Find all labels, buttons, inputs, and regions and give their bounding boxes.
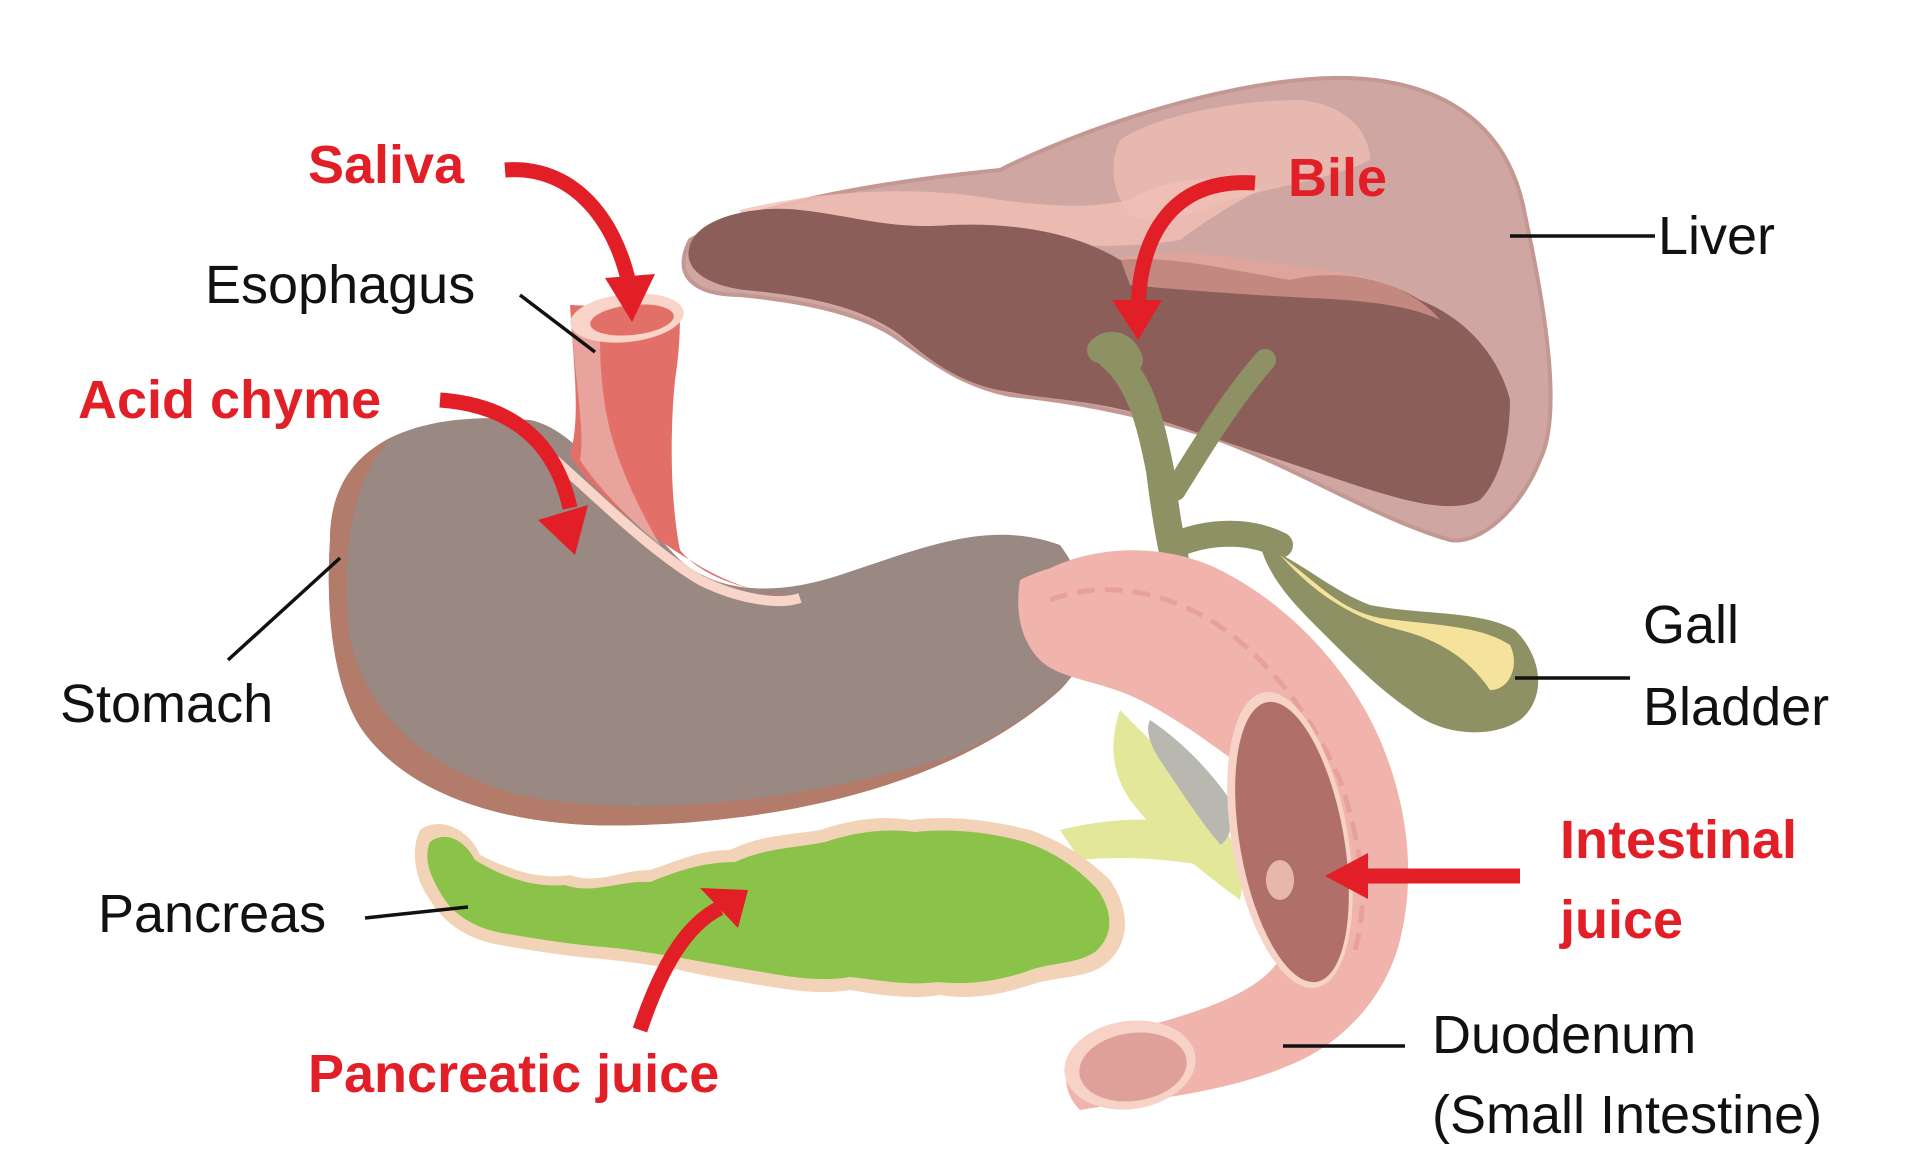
pancreatic-juice-label: Pancreatic juice xyxy=(308,1044,719,1104)
duodenum xyxy=(1025,550,1409,1110)
liver-label: Liver xyxy=(1658,206,1775,266)
pancreas xyxy=(414,818,1126,998)
intestinal-juice-label-line2: juice xyxy=(1559,890,1683,950)
esophagus-label: Esophagus xyxy=(205,255,475,315)
duodenum-label-line1: Duodenum xyxy=(1432,1005,1696,1065)
saliva-label: Saliva xyxy=(308,135,465,195)
acid-chyme-label: Acid chyme xyxy=(78,370,381,430)
gall-bladder xyxy=(1260,545,1539,733)
bile-arrow xyxy=(1130,175,1256,311)
acid-chyme-arrowhead xyxy=(538,505,588,555)
stomach-label: Stomach xyxy=(60,674,273,734)
pancreas-leader xyxy=(364,905,469,920)
esophagus-leader xyxy=(518,293,597,354)
organ-labels: Liver Esophagus Stomach Gall Bladder Pan… xyxy=(60,206,1829,1145)
stomach-leader xyxy=(226,556,342,662)
esophagus xyxy=(551,293,802,606)
saliva-arrowhead xyxy=(605,274,655,322)
intestinal-juice-arrowhead xyxy=(1325,853,1368,899)
gall-bladder-label-line1: Gall xyxy=(1643,595,1739,655)
secretion-labels: Saliva Bile Acid chyme Intestinal juice … xyxy=(78,135,1797,1104)
bile-label: Bile xyxy=(1288,148,1387,208)
duodenum-label-line2: (Small Intestine) xyxy=(1432,1085,1822,1145)
saliva-arrow xyxy=(504,162,638,290)
connective-tissue xyxy=(1060,710,1242,900)
pancreatic-juice-arrow xyxy=(632,901,724,1033)
secretion-arrows xyxy=(439,162,1520,1033)
leader-lines xyxy=(226,234,1655,1048)
bile-ducts xyxy=(1087,331,1293,574)
pancreas-label: Pancreas xyxy=(98,884,326,944)
pancreatic-juice-arrowhead xyxy=(700,888,748,928)
bile-arrowhead xyxy=(1112,300,1162,340)
liver xyxy=(681,75,1553,543)
intestinal-juice-label-line1: Intestinal xyxy=(1560,810,1797,870)
gall-bladder-label-line2: Bladder xyxy=(1643,677,1829,737)
acid-chyme-arrow xyxy=(439,392,578,510)
